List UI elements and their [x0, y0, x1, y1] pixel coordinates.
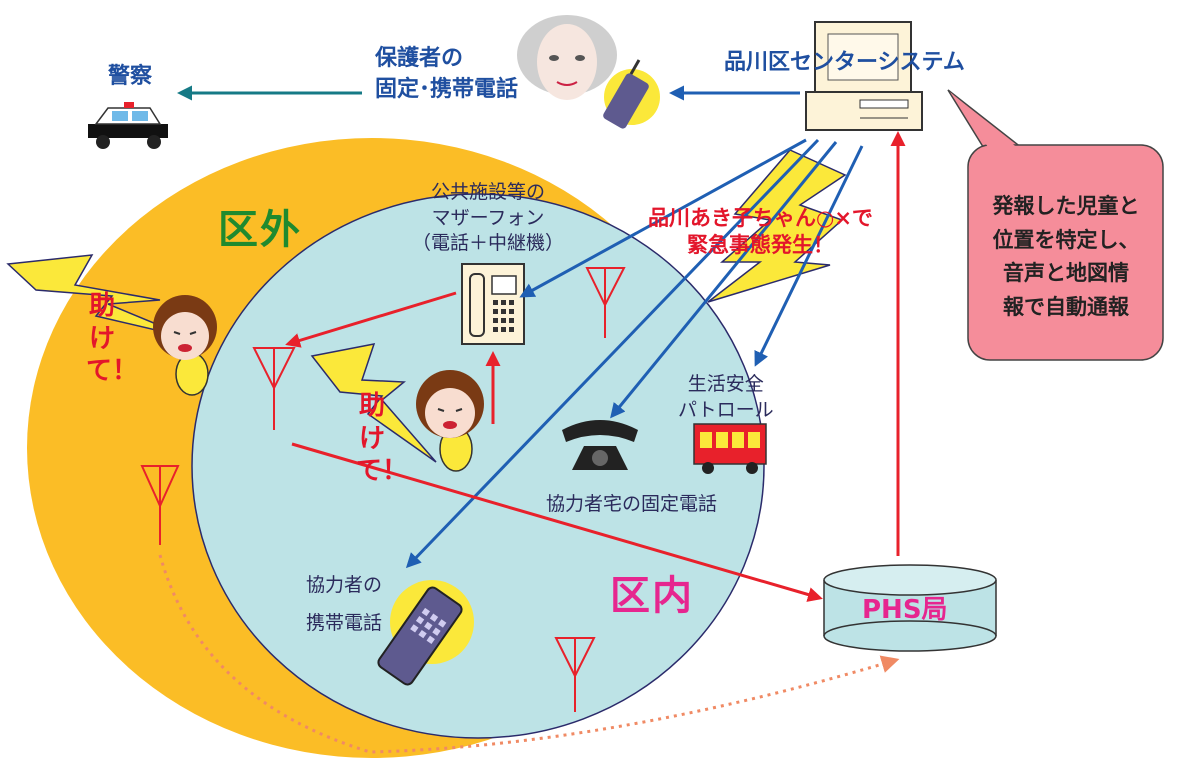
arrow-center-to-home-phone	[610, 141, 838, 419]
arrow-center-to-patrol	[754, 145, 864, 367]
helper-mobile-phone-icon	[377, 580, 474, 686]
arrow-mother-phone-to-antenna	[285, 291, 457, 348]
outside-ward-label: 区外	[218, 207, 302, 253]
callout-text: 発報した児童と 位置を特定し、 音声と地図情 報で自動通報	[978, 190, 1154, 324]
child-crying-icon	[153, 295, 217, 396]
emergency-alert-line1: 品川あき子ちゃん○×で	[648, 206, 873, 230]
center-system-label: 品川区センターシステム	[724, 50, 965, 75]
guardian-phone-label-line2: 固定･携帯電話	[375, 76, 519, 102]
antenna-icon	[554, 637, 596, 712]
arrow-center-to-mother-phone	[519, 138, 807, 298]
guardian-phone-label: 保護者の 固定･携帯電話	[375, 44, 518, 106]
antenna-icon	[585, 267, 626, 338]
helper-mobile-label: 協力者の 携帯電話	[306, 566, 382, 642]
guardian-face-icon	[517, 15, 617, 100]
computer-icon	[805, 21, 923, 131]
patrol-vehicle-icon	[693, 423, 767, 474]
guardian-phone-label-line1: 保護者の	[375, 46, 464, 71]
guardian-mobile-phone-icon	[603, 59, 660, 129]
arrow-antenna-to-phs	[291, 442, 823, 602]
callout-bubble	[947, 89, 1164, 361]
help-cry-label-1: 助けて！	[86, 291, 139, 386]
patrol-label-line2: パトロール	[678, 398, 774, 421]
phs-station-icon	[823, 564, 997, 652]
patrol-label: 生活安全 パトロール	[678, 372, 774, 423]
police-label: 警察	[108, 64, 153, 89]
emergency-alert-label: 品川あき子ちゃん○×で 緊急事態発生！	[648, 205, 873, 260]
home-fixed-phone-icon	[562, 420, 638, 470]
mother-phone-label-line3: （電話＋中継機）	[412, 232, 565, 255]
lightning-bolt-icon	[6, 254, 191, 339]
emergency-alert-line2: 緊急事態発生！	[686, 233, 834, 258]
callout-line4: 報で自動通報	[1003, 294, 1129, 319]
patrol-label-line1: 生活安全	[687, 373, 764, 395]
child-crying-icon	[416, 370, 484, 472]
callout-line2: 位置を特定し、	[992, 227, 1140, 252]
helper-mobile-label-line1: 協力者の	[306, 574, 383, 596]
dotted-arrow-outside-antenna-to-phs	[158, 554, 900, 754]
home-phone-label: 協力者宅の固定電話	[546, 493, 718, 515]
phs-station-label: PHS局	[862, 595, 948, 625]
mother-phone-icon	[461, 263, 525, 345]
helper-mobile-label-line2: 携帯電話	[306, 612, 383, 634]
antenna-icon	[140, 465, 180, 545]
inside-ward-label: 区内	[610, 573, 694, 619]
lightning-bolt-icon	[707, 149, 847, 303]
mother-phone-label-line1: 公共施設等の	[431, 181, 546, 203]
callout-line3: 音声と地図情	[1003, 261, 1129, 286]
help-cry-label-2: 助けて！	[356, 391, 409, 486]
police-car-icon	[88, 102, 168, 149]
mother-phone-label-line2: マザーフォン	[431, 206, 545, 229]
mother-phone-label: 公共施設等の マザーフォン （電話＋中継機）	[412, 180, 564, 257]
antenna-icon	[252, 347, 296, 430]
lightning-bolt-icon	[310, 343, 437, 463]
arrow-center-to-helper-mobile	[405, 138, 820, 569]
callout-line1: 発報した児童と	[992, 194, 1140, 218]
